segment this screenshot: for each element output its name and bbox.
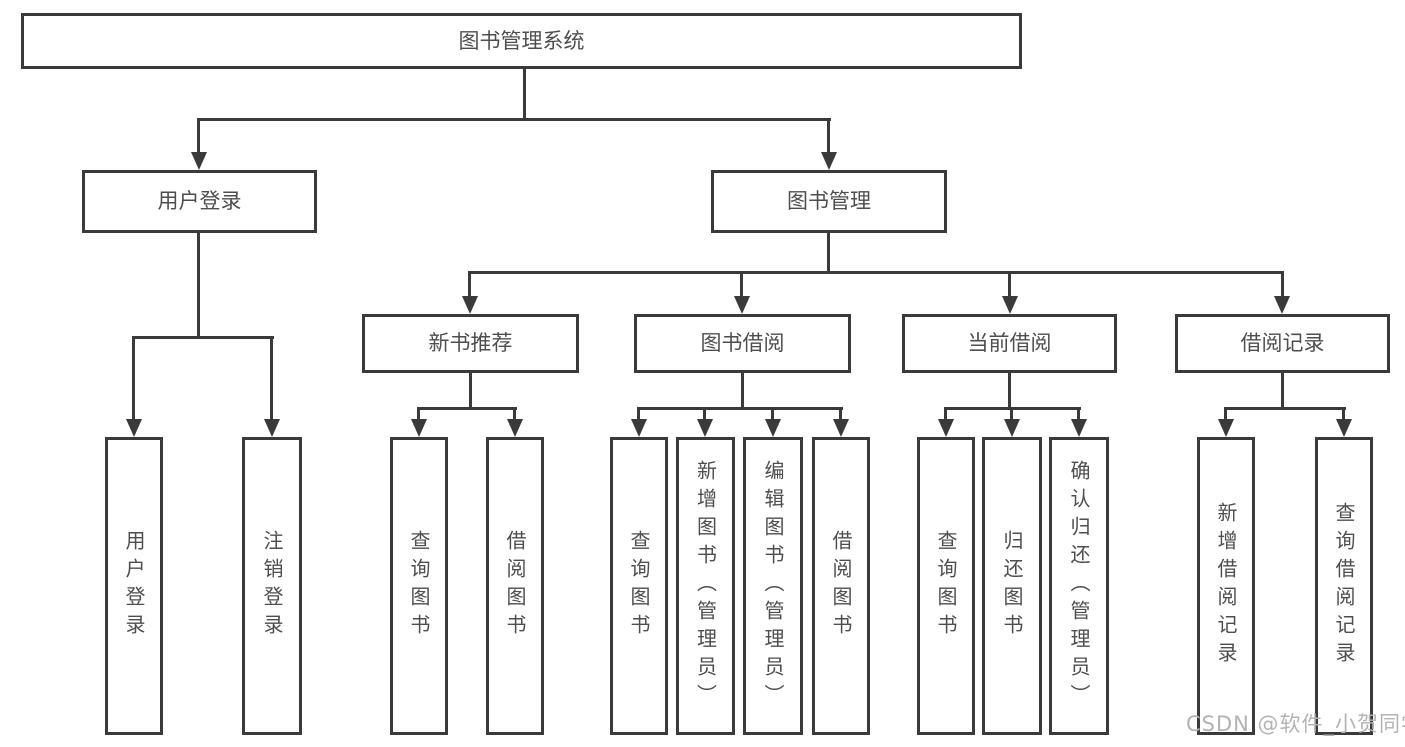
- connector-stem: [513, 407, 516, 423]
- arrowhead-down-icon: [191, 152, 207, 170]
- arrowhead-down-icon: [264, 419, 280, 437]
- node-current-borrowing: 当前借阅: [902, 314, 1117, 373]
- connector-stem: [1008, 271, 1011, 299]
- connector-stem: [827, 118, 830, 156]
- arrowhead-down-icon: [833, 419, 849, 437]
- arrowhead-down-icon: [1004, 419, 1020, 437]
- arrowhead-down-icon: [938, 419, 954, 437]
- arrowhead-down-icon: [1071, 419, 1087, 437]
- arrowhead-down-icon: [1002, 296, 1018, 314]
- leaf-bb-edit-books-admin: 编辑图书（管理员）: [743, 437, 803, 735]
- leaf-br-add-borrow-record: 新增借阅记录: [1197, 437, 1255, 735]
- arrowhead-down-icon: [411, 419, 427, 437]
- leaf-cb-query-books: 查询图书: [917, 437, 975, 735]
- connector-stem: [197, 233, 200, 338]
- leaf-logout-login: 注销登录: [242, 437, 302, 735]
- connector-hline: [1224, 407, 1346, 410]
- leaf-bb-add-books-admin: 新增图书（管理员）: [676, 437, 735, 735]
- node-book-management: 图书管理: [711, 170, 947, 233]
- connector-stem: [1077, 407, 1080, 423]
- leaf-bb-query-books: 查询图书: [610, 437, 668, 735]
- arrowhead-down-icon: [765, 419, 781, 437]
- connector-level3-hline: [468, 271, 1284, 274]
- connector-hline: [637, 407, 843, 410]
- arrowhead-down-icon: [697, 419, 713, 437]
- connector-stem: [1008, 373, 1011, 409]
- node-book-borrowing: 图书借阅: [634, 314, 851, 373]
- connector-stem: [1224, 407, 1227, 423]
- arrowhead-down-icon: [1218, 419, 1234, 437]
- arrowhead-down-icon: [507, 419, 523, 437]
- connector-stem: [1342, 407, 1345, 423]
- connector-stem: [1281, 373, 1284, 409]
- leaf-bb-borrow-books: 借阅图书: [812, 437, 870, 735]
- connector-hline: [417, 407, 517, 410]
- connector-stem: [1281, 271, 1284, 299]
- leaf-nbr-borrow-books: 借阅图书: [486, 437, 544, 735]
- connector-stem: [469, 373, 472, 409]
- arrowhead-down-icon: [1336, 419, 1352, 437]
- leaf-user-login: 用户登录: [105, 437, 163, 735]
- connector-stem: [1010, 407, 1013, 423]
- arrowhead-down-icon: [821, 152, 837, 170]
- connector-root-stem: [523, 69, 526, 119]
- leaf-cb-return-books: 归还图书: [982, 437, 1042, 735]
- arrowhead-down-icon: [462, 296, 478, 314]
- connector-level2-hline: [198, 118, 831, 121]
- connector-stem: [703, 407, 706, 423]
- watermark: CSDN @软件_小贺同学: [1186, 712, 1405, 736]
- connector-stem: [637, 407, 640, 423]
- leaf-nbr-query-books: 查询图书: [390, 437, 448, 735]
- node-borrowing-records: 借阅记录: [1175, 314, 1390, 373]
- connector-stem: [839, 407, 842, 423]
- connector-stem: [740, 271, 743, 299]
- connector-stem: [132, 336, 135, 424]
- arrowhead-down-icon: [1274, 296, 1290, 314]
- connector-stem: [468, 271, 471, 299]
- arrowhead-down-icon: [126, 419, 142, 437]
- node-user-login: 用户登录: [82, 170, 317, 233]
- connector-stem: [771, 407, 774, 423]
- node-library-management-system: 图书管理系统: [21, 13, 1022, 69]
- connector-stem: [827, 233, 830, 273]
- connector-stem: [417, 407, 420, 423]
- node-new-book-recommend: 新书推荐: [362, 314, 579, 373]
- arrowhead-down-icon: [734, 296, 750, 314]
- connector-hline: [132, 336, 274, 339]
- connector-stem: [197, 118, 200, 156]
- connector-stem: [944, 407, 947, 423]
- arrowhead-down-icon: [631, 419, 647, 437]
- leaf-cb-confirm-return-admin: 确认归还（管理员）: [1049, 437, 1109, 735]
- leaf-br-query-borrow-record: 查询借阅记录: [1315, 437, 1373, 735]
- connector-stem: [270, 336, 273, 424]
- connector-stem: [741, 373, 744, 409]
